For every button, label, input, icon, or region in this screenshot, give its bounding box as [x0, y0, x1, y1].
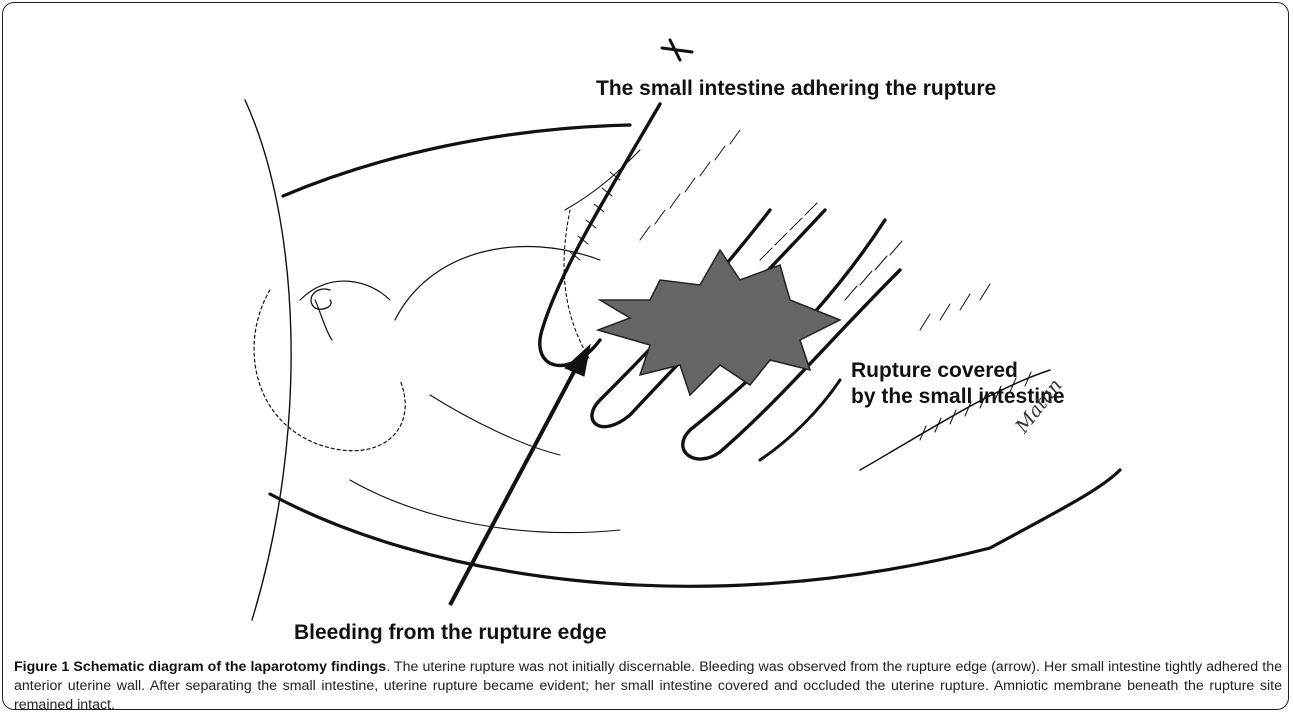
rupture-starburst	[598, 250, 840, 395]
bleeding-arrow	[450, 345, 590, 605]
caption-title: Schematic diagram of the laparotomy find…	[73, 659, 386, 675]
abdominal-wall	[245, 100, 291, 620]
caption-figure-number: Figure 1	[14, 659, 69, 675]
fetal-head	[254, 290, 405, 451]
label-small-intestine-adhering: The small intestine adhering the rupture	[596, 76, 996, 102]
uterus-outline	[283, 125, 630, 196]
figure-caption: Figure 1 Schematic diagram of the laparo…	[14, 658, 1282, 715]
label-bleeding: Bleeding from the rupture edge	[294, 620, 607, 646]
label-rupture-covered-line1: Rupture covered	[851, 358, 1065, 384]
